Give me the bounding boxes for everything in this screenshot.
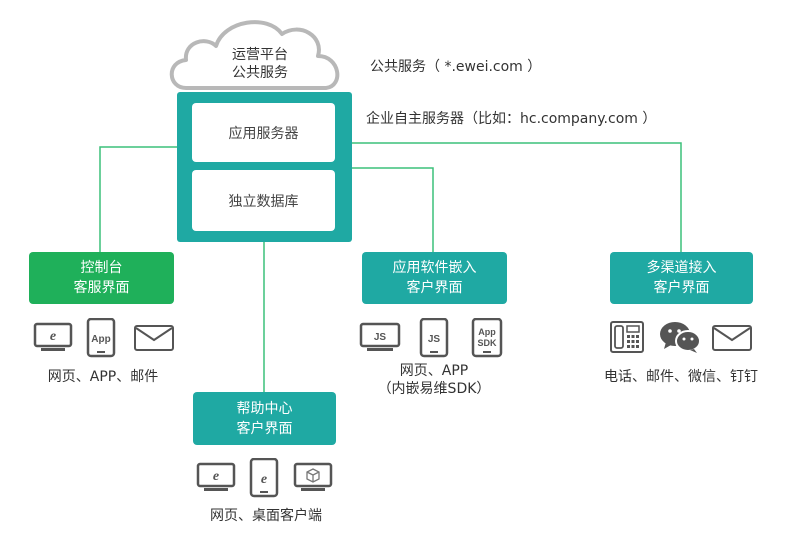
database-box: 独立数据库 <box>192 170 335 231</box>
help-center-line2: 客户界面 <box>236 420 293 437</box>
js-browser-icon: JS <box>359 322 401 351</box>
console-line1: 控制台 <box>80 260 123 276</box>
embedded-node[interactable]: 应用软件嵌入 客户界面 <box>362 252 507 304</box>
connector-multichannel <box>352 142 682 252</box>
cloud-line2: 公共服务 <box>232 65 288 81</box>
multichannel-line1: 多渠道接入 <box>646 260 717 276</box>
js-phone-icon: JS <box>419 318 449 358</box>
embedded-caption: 网页、APP （内嵌易维SDK） <box>355 362 513 398</box>
app-phone-text: App <box>91 334 110 345</box>
console-caption: 网页、APP、邮件 <box>47 369 159 385</box>
embedded-line1: 应用软件嵌入 <box>392 260 477 276</box>
enterprise-server-label: 企业自主服务器（比如：hc.company.com ） <box>366 111 657 127</box>
mail-icon <box>134 325 174 351</box>
embedded-caption-line1: 网页、APP <box>399 363 469 379</box>
multichannel-node[interactable]: 多渠道接入 客户界面 <box>610 252 753 304</box>
svg-text:e: e <box>50 329 56 344</box>
multichannel-line2: 客户界面 <box>653 280 710 296</box>
app-server-box: 应用服务器 <box>192 103 335 162</box>
browser-icon: e <box>33 322 73 351</box>
embedded-line2: 客户界面 <box>406 280 463 296</box>
mobile-browser-icon: e <box>249 458 279 498</box>
help-center-line1: 帮助中心 <box>236 400 293 417</box>
phone-icon <box>610 321 644 353</box>
connector-embedded <box>352 167 434 252</box>
embedded-caption-line2: （内嵌易维SDK） <box>377 381 491 397</box>
svg-text:e: e <box>213 469 219 484</box>
app-phone-icon: App <box>86 318 116 358</box>
console-node[interactable]: 控制台 客服界面 <box>29 252 174 304</box>
console-line2: 客服界面 <box>73 280 130 296</box>
help-center-node[interactable]: 帮助中心 客户界面 <box>193 392 336 445</box>
multichannel-caption: 电话、邮件、微信、钉钉 <box>604 369 758 385</box>
server-box: 应用服务器 独立数据库 <box>177 92 352 242</box>
app-sdk-text2: SDK <box>477 338 497 348</box>
app-server-label: 应用服务器 <box>228 125 299 142</box>
js-browser-text: JS <box>374 332 387 343</box>
cloud-label: 运营平台 公共服务 <box>210 46 310 82</box>
public-service-label: 公共服务（ *.ewei.com ） <box>370 59 542 75</box>
browser-icon: e <box>196 462 236 491</box>
connector-console <box>99 146 177 252</box>
cloud-icon <box>169 20 340 90</box>
app-sdk-text1: App <box>478 327 496 337</box>
desktop-client-icon <box>293 462 333 491</box>
cloud-line1: 运营平台 <box>232 47 288 63</box>
app-sdk-icon: App SDK <box>471 318 503 358</box>
database-label: 独立数据库 <box>228 193 299 210</box>
mail-icon <box>712 325 752 351</box>
svg-text:e: e <box>261 472 267 487</box>
wechat-icon <box>660 322 701 353</box>
js-phone-text: JS <box>428 334 441 345</box>
help-center-caption: 网页、桌面客户端 <box>210 508 322 524</box>
